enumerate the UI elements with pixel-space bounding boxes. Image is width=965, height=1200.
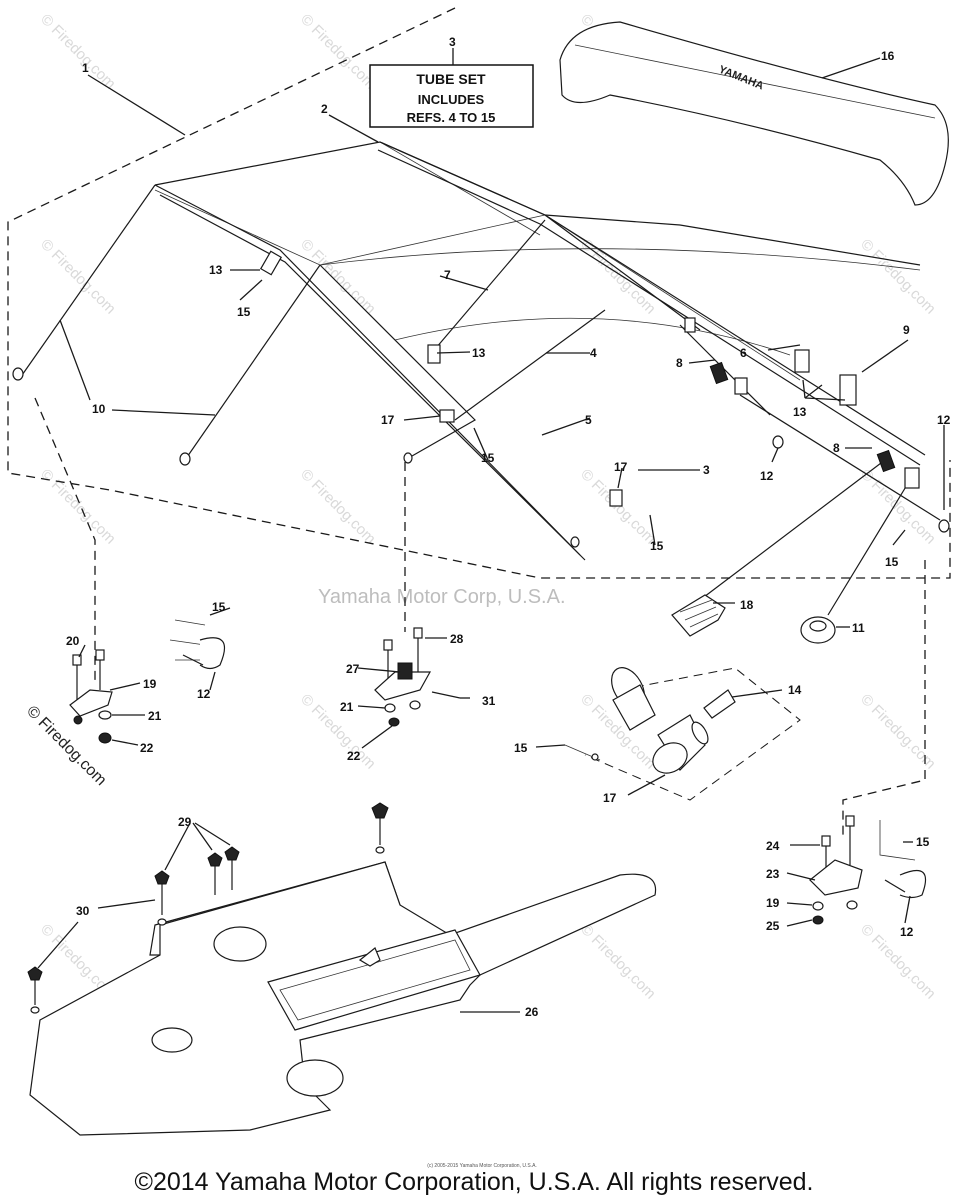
watermark-site: © Firedog.com <box>577 921 659 1003</box>
callout-15: 15 <box>514 741 528 755</box>
mounting-plate <box>29 861 657 1136</box>
callout-15: 15 <box>237 305 251 319</box>
deck-hinge-left <box>69 649 113 744</box>
watermark-site: © Firedog.com <box>857 921 939 1003</box>
callout-16: 16 <box>881 49 895 63</box>
strap-buckle <box>671 594 726 637</box>
callout-15: 15 <box>916 835 930 849</box>
callout-27: 27 <box>346 662 360 676</box>
callout-12: 12 <box>197 687 211 701</box>
callout-20: 20 <box>66 634 80 648</box>
callout-22: 22 <box>347 749 361 763</box>
callout-21: 21 <box>148 709 162 723</box>
callout-4: 4 <box>590 346 597 360</box>
frame-fittings <box>12 250 950 548</box>
assembly-boundary-left-drop <box>34 397 96 685</box>
watermark-site: © Firedog.com <box>297 691 379 773</box>
hinge-pin-detail-left <box>169 619 225 670</box>
callout-17: 17 <box>614 460 628 474</box>
callout-26: 26 <box>525 1005 539 1019</box>
callout-13: 13 <box>472 346 486 360</box>
watermark-center: Yamaha Motor Corp, U.S.A. <box>318 586 566 608</box>
callout-14: 14 <box>788 683 802 697</box>
callout-13: 13 <box>793 405 807 419</box>
callout-15: 15 <box>212 600 226 614</box>
callout-23: 23 <box>766 867 780 881</box>
footer-copyright: ©2014 Yamaha Motor Corporation, U.S.A. A… <box>135 1168 814 1196</box>
callout-19: 19 <box>143 677 157 691</box>
leader-lines <box>37 48 945 1013</box>
callout-3: 3 <box>703 463 710 477</box>
callout-25: 25 <box>766 919 780 933</box>
watermark-site: © Firedog.com <box>857 466 939 548</box>
tube-set-box: TUBE SET INCLUDES REFS. 4 TO 15 <box>369 64 534 128</box>
callout-2: 2 <box>321 102 328 116</box>
tube-set-line2: INCLUDES <box>418 92 485 107</box>
callout-1: 1 <box>82 61 89 75</box>
callout-9: 9 <box>903 323 910 337</box>
watermark-site: © Firedog.com <box>37 236 119 318</box>
rubber-washer <box>800 616 836 644</box>
callout-12: 12 <box>900 925 914 939</box>
callout-15: 15 <box>650 539 664 553</box>
tube-clamp-detail <box>564 667 801 801</box>
callout-30: 30 <box>76 904 90 918</box>
callout-18: 18 <box>740 598 754 612</box>
watermark-corner: © Firedog.com <box>23 703 109 789</box>
watermark-site: © Firedog.com <box>577 466 659 548</box>
callout-22: 22 <box>140 741 154 755</box>
callout-29: 29 <box>178 815 192 829</box>
callout-31: 31 <box>482 694 496 708</box>
callout-12: 12 <box>937 413 951 427</box>
callout-15: 15 <box>885 555 899 569</box>
footer-small-copyright: (c) 2005-2015 Yamaha Motor Corporation, … <box>427 1163 537 1169</box>
callout-12: 12 <box>760 469 774 483</box>
callout-17: 17 <box>381 413 395 427</box>
watermark-site: © Firedog.com <box>297 466 379 548</box>
callout-13: 13 <box>209 263 223 277</box>
callout-7: 7 <box>444 268 451 282</box>
callout-19: 19 <box>766 896 780 910</box>
callout-15: 15 <box>481 451 495 465</box>
deck-hinge-right <box>809 815 927 925</box>
tube-set-line3: REFS. 4 TO 15 <box>407 110 496 125</box>
watermark-site: © Firedog.com <box>297 11 379 93</box>
watermark-grid: © Firedog.com © Firedog.com © Firedog.co… <box>37 11 939 1003</box>
watermark-site: © Firedog.com <box>857 236 939 318</box>
callout-10: 10 <box>92 402 106 416</box>
callout-8: 8 <box>676 356 683 370</box>
assembly-boundary <box>7 7 951 579</box>
watermark-site: © Firedog.com <box>37 11 119 93</box>
callout-28: 28 <box>450 632 464 646</box>
callout-5: 5 <box>585 413 592 427</box>
deck-hinge-center <box>374 627 461 727</box>
callout-21: 21 <box>340 700 354 714</box>
callout-8: 8 <box>833 441 840 455</box>
assembly-boundary-right-drop <box>842 560 926 840</box>
watermark-site: © Firedog.com <box>37 466 119 548</box>
plate-fasteners <box>27 802 389 1014</box>
callout-6: 6 <box>740 346 747 360</box>
straps <box>699 459 911 616</box>
callout-11: 11 <box>852 621 865 635</box>
frame-tubes <box>19 141 941 561</box>
callout-3: 3 <box>449 35 456 49</box>
watermark-site: © Firedog.com <box>297 236 379 318</box>
tube-set-line1: TUBE SET <box>416 71 486 87</box>
callout-numbers: 1 2 3 16 13 15 7 13 4 8 6 9 13 10 17 15 … <box>66 35 951 1019</box>
bimini-boot: YAMAHA <box>559 21 949 206</box>
watermark-site: © Firedog.com <box>857 691 939 773</box>
callout-24: 24 <box>766 839 780 853</box>
callout-17: 17 <box>603 791 617 805</box>
